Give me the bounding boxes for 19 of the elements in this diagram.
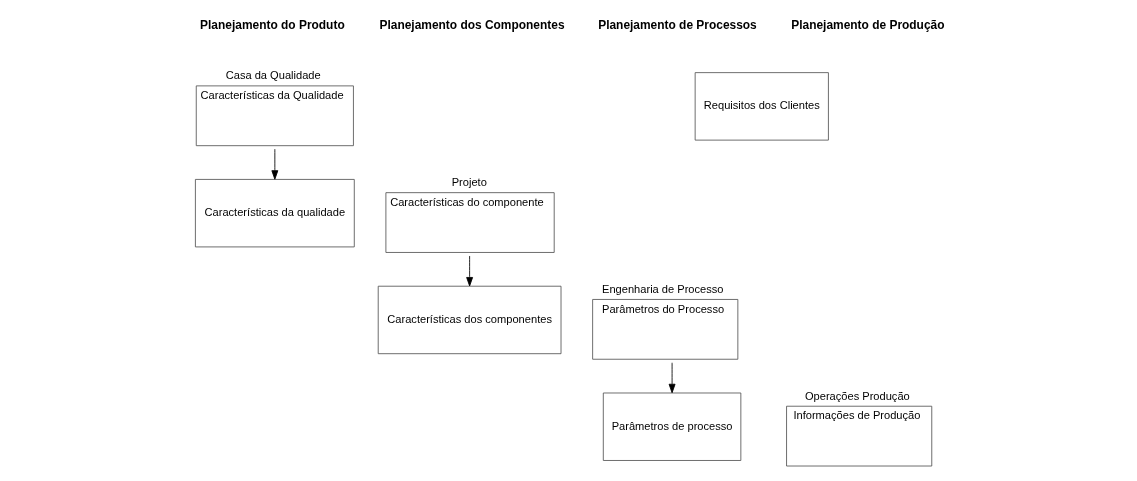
node-label: Operações Produção xyxy=(804,389,910,402)
node-box: Parâmetros do Processo xyxy=(592,299,739,360)
node-box: Características dos componentes xyxy=(377,285,562,355)
node-label: Casa da Qualidade xyxy=(225,69,321,82)
node-box: Características da qualidade xyxy=(194,179,355,248)
label: Planejamento do Produto xyxy=(200,18,345,33)
node-box: Informações de Produção xyxy=(786,405,933,467)
node-box: Parâmetros de processo xyxy=(602,392,742,461)
node-label: Projeto xyxy=(451,176,487,189)
label: Planejamento dos Componentes xyxy=(379,18,565,33)
node-box: Características do componente xyxy=(385,192,555,253)
arrow xyxy=(466,255,474,287)
node-box: Requisitos dos Clientes xyxy=(694,72,829,141)
arrow xyxy=(668,362,676,394)
node-box: Características da Qualidade xyxy=(195,85,354,147)
label: Planejamento de Processos xyxy=(598,18,757,33)
node-label: Engenharia de Processo xyxy=(602,282,724,295)
label: Planejamento de Produção xyxy=(791,18,945,33)
arrow xyxy=(271,148,279,180)
